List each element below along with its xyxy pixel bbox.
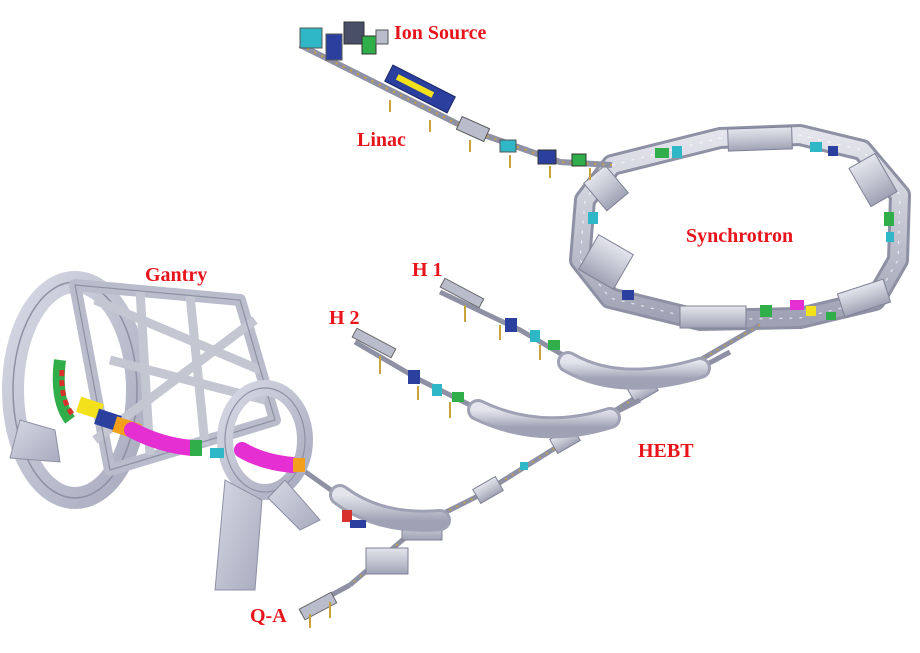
gantry-structure bbox=[2, 271, 321, 591]
linac-label: Linac bbox=[357, 129, 406, 151]
qa-label: Q-A bbox=[250, 605, 287, 627]
synchrotron-ring bbox=[569, 124, 911, 331]
h2-label: H 2 bbox=[329, 307, 360, 329]
h1-label: H 1 bbox=[412, 259, 443, 281]
ion-source-label: Ion Source bbox=[394, 22, 487, 44]
ring-equipment bbox=[588, 142, 894, 320]
ion-source-and-linac bbox=[298, 21, 613, 180]
h1-beamline bbox=[438, 277, 732, 390]
h2-beamline bbox=[351, 327, 642, 439]
synchrotron-label: Synchrotron bbox=[686, 225, 794, 247]
hebt-label: HEBT bbox=[638, 440, 694, 462]
qa-beamline bbox=[298, 582, 352, 628]
gantry-branch-line bbox=[298, 465, 451, 532]
gantry-label: Gantry bbox=[145, 264, 208, 286]
